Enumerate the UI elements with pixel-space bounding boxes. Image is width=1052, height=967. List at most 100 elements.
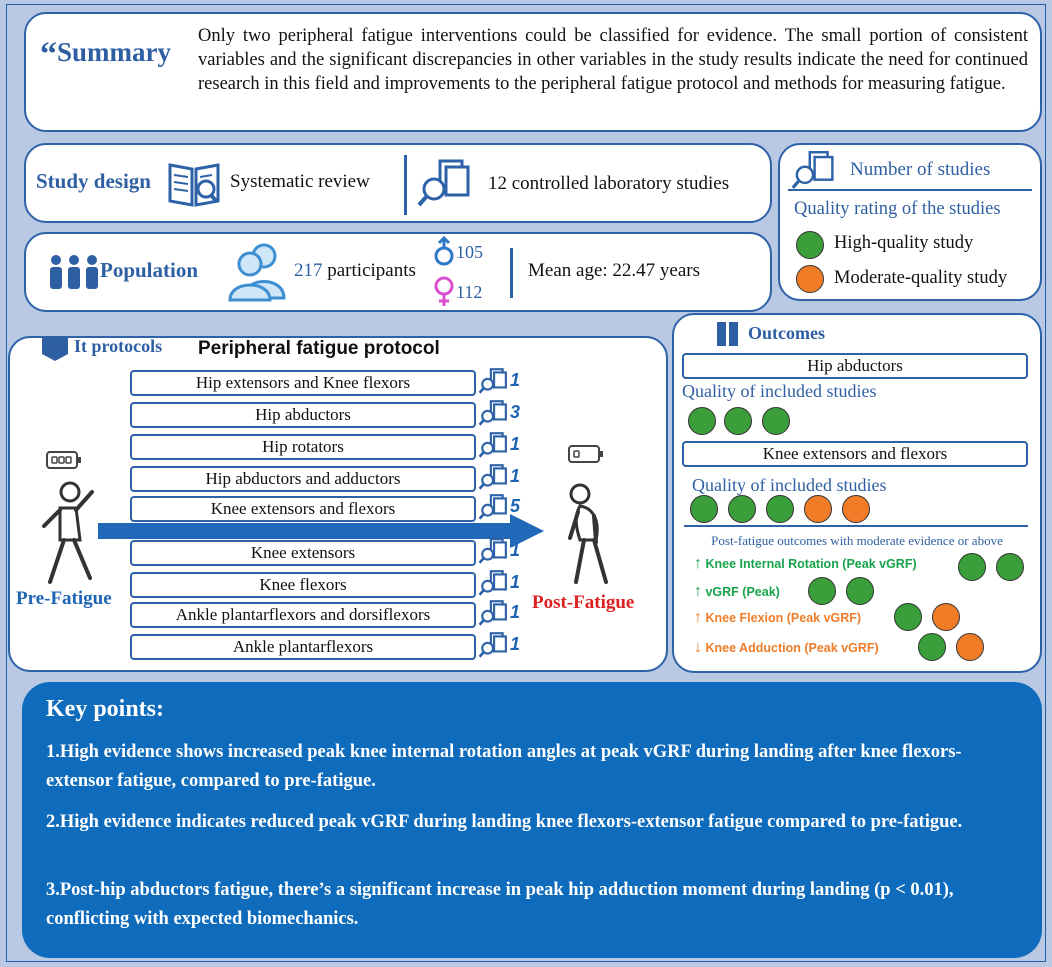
outcome-text: vGRF (Peak) [705, 585, 780, 599]
summary-title-text: Summary [57, 37, 171, 67]
documents-search-icon [478, 400, 507, 426]
outcome-text: Knee Flexion (Peak vGRF) [705, 611, 862, 625]
outcome-dot-green [996, 553, 1024, 581]
protocol-count: 1 [478, 598, 520, 633]
outcome-dot-green [846, 577, 874, 605]
protocol-item: Knee extensors [130, 540, 476, 566]
key-point-3: 3.Post-hip abductors fatigue, there’s a … [46, 880, 954, 929]
progress-arrow [98, 514, 544, 548]
documents-search-icon [417, 159, 470, 207]
documents-search-icon [478, 570, 507, 596]
protocol-item: Hip abductors and adductors [130, 466, 476, 492]
female-count: 112 [456, 282, 483, 302]
outcome-dot-green [958, 553, 986, 581]
quality-label-1: Quality of included studies [682, 381, 877, 401]
legend-moderate: Moderate-quality study [834, 268, 1008, 288]
outcome-dot-orange [932, 603, 960, 631]
study-design-panel: Study design Systematic review 12 contro… [24, 143, 772, 223]
protocol-count-value: 1 [510, 540, 521, 560]
battery-full-icon [46, 451, 81, 469]
summary-panel: “Summary Only two peripheral fatigue int… [24, 12, 1042, 132]
quality-dot-green [766, 495, 794, 523]
protocols-header: It protocols [74, 336, 163, 356]
protocols-title: Peripheral fatigue protocol [198, 338, 440, 359]
tired-person-icon [568, 483, 608, 584]
knee-box: Knee extensors and flexors [682, 441, 1028, 467]
protocol-count: 1 [478, 430, 520, 465]
female-icon [434, 276, 454, 306]
quality-dot-orange [842, 495, 870, 523]
protocol-count-value: 5 [510, 496, 521, 516]
divider [684, 525, 1028, 527]
participants-icon [228, 243, 286, 302]
post-fatigue-outcomes-title: Post-fatigue outcomes with moderate evid… [711, 533, 1003, 548]
protocol-count: 3 [478, 398, 520, 433]
documents-search-icon [478, 368, 507, 394]
outcome-vgrf: ↑ vGRF (Peak) [694, 583, 780, 601]
documents-search-icon [791, 151, 834, 189]
quality-dot-green [724, 407, 752, 435]
pentagon-marker-icon [42, 338, 68, 361]
documents-search-icon [478, 632, 507, 658]
up-arrow-icon: ↑ [694, 609, 702, 626]
protocol-count-value: 1 [510, 466, 521, 486]
legend-green-dot [796, 231, 824, 259]
documents-search-icon [478, 464, 507, 490]
key-points-title: Key points: [46, 696, 165, 722]
quality-dot-green [762, 407, 790, 435]
protocol-count: 1 [478, 630, 520, 665]
protocol-item: Knee flexors [130, 572, 476, 598]
documents-search-icon [478, 538, 507, 564]
protocols-panel: It protocols Peripheral fatigue protocol… [8, 336, 668, 672]
legend-panel: Number of studies Quality rating of the … [778, 143, 1042, 301]
divider [510, 248, 513, 298]
legend-num-studies: Number of studies [850, 159, 991, 180]
battery-low-icon [568, 445, 603, 463]
down-arrow-icon: ↓ [694, 639, 702, 656]
documents-search-icon [478, 600, 507, 626]
book-icon [168, 163, 220, 207]
study-count: 12 controlled laboratory studies [488, 173, 730, 194]
protocol-count: 1 [478, 462, 520, 497]
quality-dot-green [690, 495, 718, 523]
legend-high: High-quality study [834, 233, 974, 253]
protocol-count: 5 [478, 492, 520, 527]
legend-quality-title: Quality rating of the studies [794, 199, 1001, 219]
study-type: Systematic review [230, 171, 370, 192]
key-point-2: 2.High evidence indicates reduced peak v… [46, 812, 963, 832]
outcome-internal-rotation: ↑ Knee Internal Rotation (Peak vGRF) [694, 555, 917, 573]
protocol-count: 1 [478, 366, 520, 401]
quality-dot-orange [804, 495, 832, 523]
legend-orange-dot [796, 265, 824, 293]
protocol-count: 1 [478, 536, 520, 571]
summary-text: Only two peripheral fatigue intervention… [198, 26, 1028, 94]
protocol-count-value: 1 [510, 434, 521, 454]
population-panel: Population 217 participants 105 112 Mean… [24, 232, 772, 312]
quality-label-2: Quality of included studies [692, 475, 887, 495]
protocol-item: Hip abductors [130, 402, 476, 428]
outcome-dot-green [808, 577, 836, 605]
documents-search-icon [478, 494, 507, 520]
documents-search-icon [478, 432, 507, 458]
protocol-item: Ankle plantarflexors and dorsiflexors [130, 602, 476, 628]
hip-abductors-box: Hip abductors [682, 353, 1028, 379]
participant-count: 217 [294, 260, 323, 281]
key-points-panel: Key points: 1.High evidence shows increa… [22, 682, 1042, 958]
participants-text: 217 participants [294, 260, 416, 282]
protocol-count-value: 1 [510, 634, 521, 654]
protocol-item: Ankle plantarflexors [130, 634, 476, 660]
outcome-text: Knee Adduction (Peak vGRF) [705, 641, 879, 655]
outcomes-title: Outcomes [748, 323, 825, 343]
outcome-dot-green [894, 603, 922, 631]
mean-age: Mean age: 22.47 years [528, 260, 700, 281]
outcome-text: Knee Internal Rotation (Peak vGRF) [705, 557, 917, 571]
male-count: 105 [456, 242, 483, 262]
pre-fatigue-label: Pre-Fatigue [16, 588, 112, 609]
protocol-item: Knee extensors and flexors [130, 496, 476, 522]
population-title: Population [100, 258, 199, 282]
quote-mark: “ [40, 36, 57, 73]
quality-dot-green [688, 407, 716, 435]
up-arrow-icon: ↑ [694, 583, 702, 600]
outcome-dot-orange [956, 633, 984, 661]
protocol-count-value: 1 [510, 370, 521, 390]
